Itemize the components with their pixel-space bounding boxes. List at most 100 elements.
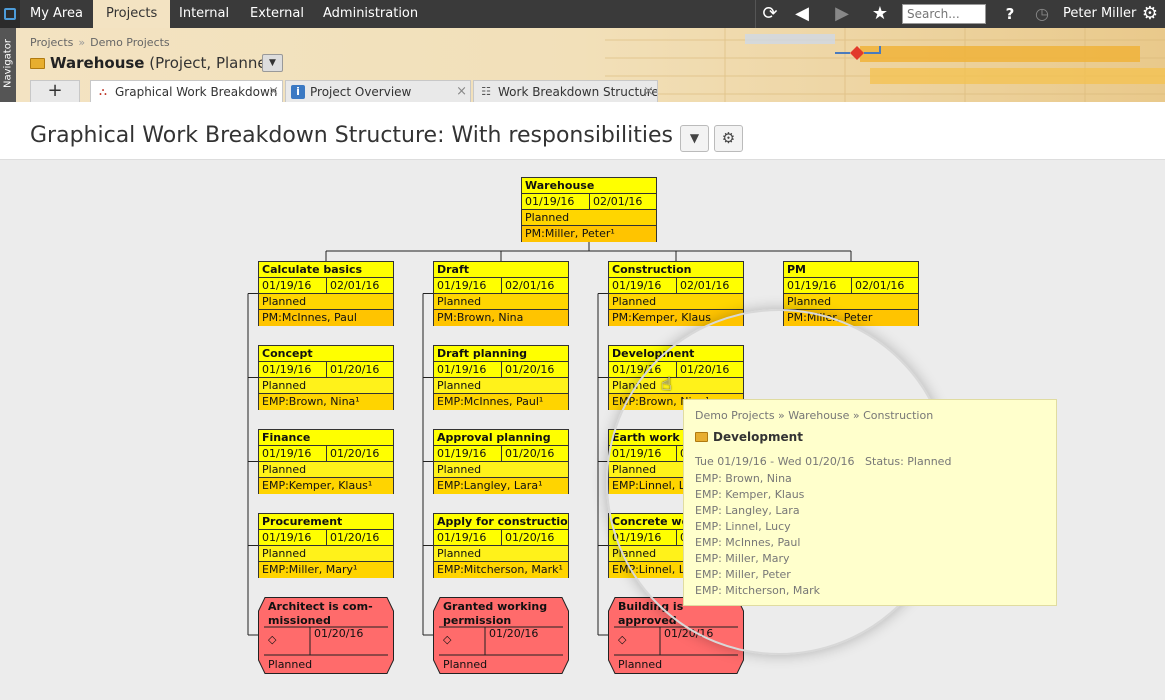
close-tab-icon[interactable]: × (643, 84, 654, 99)
task-end-date: 02/01/16 (326, 278, 379, 293)
task-status: Planned (259, 294, 393, 310)
refresh-icon[interactable]: ⟳ (762, 3, 778, 24)
task-responsible: EMP:Brown, Nina¹ (259, 394, 393, 410)
tooltip-employee: EMP: Kemper, Klaus (695, 488, 805, 501)
nav-tab-external[interactable]: External (250, 6, 304, 21)
search-input[interactable] (902, 4, 986, 24)
add-tab-button[interactable]: + (30, 80, 80, 102)
chevron-down-icon: ▼ (269, 58, 276, 68)
task-status: Planned (434, 462, 568, 478)
task-responsible: EMP:Miller, Mary¹ (259, 562, 393, 578)
back-arrow-icon[interactable]: ◀ (795, 3, 809, 24)
tab-project-overview[interactable]: i Project Overview × (285, 80, 471, 102)
close-tab-icon[interactable]: × (456, 84, 467, 99)
nav-tab-administration[interactable]: Administration (323, 6, 419, 21)
task-status: Planned (434, 546, 568, 562)
task-end-date: 02/01/16 (851, 278, 904, 293)
project-title: Warehouse (Project, Planned) (30, 54, 282, 72)
milestone-title: Granted working permission (443, 600, 548, 627)
task-end-date: 02/01/16 (589, 194, 642, 209)
task-responsible: PM:McInnes, Paul (259, 310, 393, 326)
tooltip-path: Demo Projects » Warehouse » Construction (695, 409, 934, 422)
breadcrumb-projects[interactable]: Projects (30, 36, 74, 49)
tab-graphical-wbs[interactable]: ⛬ Graphical Work Breakdown Structure × (90, 80, 283, 103)
breadcrumb-demo-projects[interactable]: Demo Projects (90, 36, 170, 49)
milestone-status: Planned (268, 658, 313, 671)
favorites-star-icon[interactable]: ★ (871, 3, 889, 24)
user-menu[interactable]: Peter Miller (1063, 6, 1137, 21)
help-icon[interactable]: ? (1005, 5, 1015, 23)
task-title: Calculate basics (259, 262, 393, 278)
forward-arrow-icon[interactable]: ▶ (835, 3, 849, 24)
task-title: Approval planning (434, 430, 568, 446)
wbs-icon: ⛬ (99, 85, 107, 98)
milestone-diamond-icon: ◇ (618, 633, 627, 646)
tooltip-task-name: Development (695, 430, 803, 444)
navigator-sidebar-toggle[interactable]: Navigator (0, 28, 16, 102)
view-menu-dropdown[interactable]: ▼ (680, 125, 709, 152)
info-icon: i (291, 85, 305, 99)
milestone-diamond-icon: ◇ (268, 633, 277, 646)
nav-tab-projects[interactable]: Projects (93, 0, 171, 28)
task-status: Planned (784, 294, 918, 310)
hand-cursor-icon: ☝ (661, 374, 672, 395)
task-title: Development (609, 346, 743, 362)
view-header (0, 102, 1165, 160)
task-status: Planned (609, 378, 743, 394)
task-title: Construction (609, 262, 743, 278)
task-end-date: 01/20/16 (501, 530, 554, 545)
task-responsible: PM:Brown, Nina (434, 310, 568, 326)
settings-gear-icon[interactable]: ⚙ (1141, 3, 1159, 24)
task-responsible: EMP:Kemper, Klaus¹ (259, 478, 393, 494)
task-status: Planned (522, 210, 656, 226)
page-title: Graphical Work Breakdown Structure: With… (30, 123, 673, 148)
nav-tab-my-area[interactable]: My Area (30, 6, 83, 21)
chevron-down-icon: ▼ (689, 131, 700, 145)
task-title: PM (784, 262, 918, 278)
milestone-date: 01/20/16 (314, 627, 364, 640)
task-status: Planned (434, 378, 568, 394)
gantt-decoration (605, 28, 1165, 102)
task-title: Draft planning (434, 346, 568, 362)
timer-icon[interactable]: ◷ (1035, 4, 1049, 23)
task-title: Warehouse (522, 178, 656, 194)
tab-work-breakdown-structure[interactable]: ☷ Work Breakdown Structure × (473, 80, 658, 102)
tooltip-employee: EMP: Miller, Peter (695, 568, 791, 581)
task-title: Concept (259, 346, 393, 362)
task-end-date: 02/01/16 (676, 278, 729, 293)
nav-tab-internal[interactable]: Internal (179, 6, 230, 21)
close-tab-icon[interactable]: × (268, 84, 279, 99)
app-logo-icon[interactable] (0, 0, 20, 28)
task-end-date: 01/20/16 (501, 446, 554, 461)
task-title: Draft (434, 262, 568, 278)
project-menu-dropdown[interactable]: ▼ (262, 54, 283, 72)
milestone-title: Architect is com-missioned (268, 600, 373, 627)
tooltip-employee: EMP: Langley, Lara (695, 504, 800, 517)
task-status: Planned (259, 546, 393, 562)
task-responsible: EMP:Mitcherson, Mark¹ (434, 562, 568, 578)
milestone-title: Building is approved (618, 600, 684, 627)
view-settings-gear-icon[interactable]: ⚙ (714, 125, 743, 152)
task-tooltip: Demo Projects » Warehouse » Construction… (683, 399, 1057, 606)
task-status: Planned (609, 294, 743, 310)
